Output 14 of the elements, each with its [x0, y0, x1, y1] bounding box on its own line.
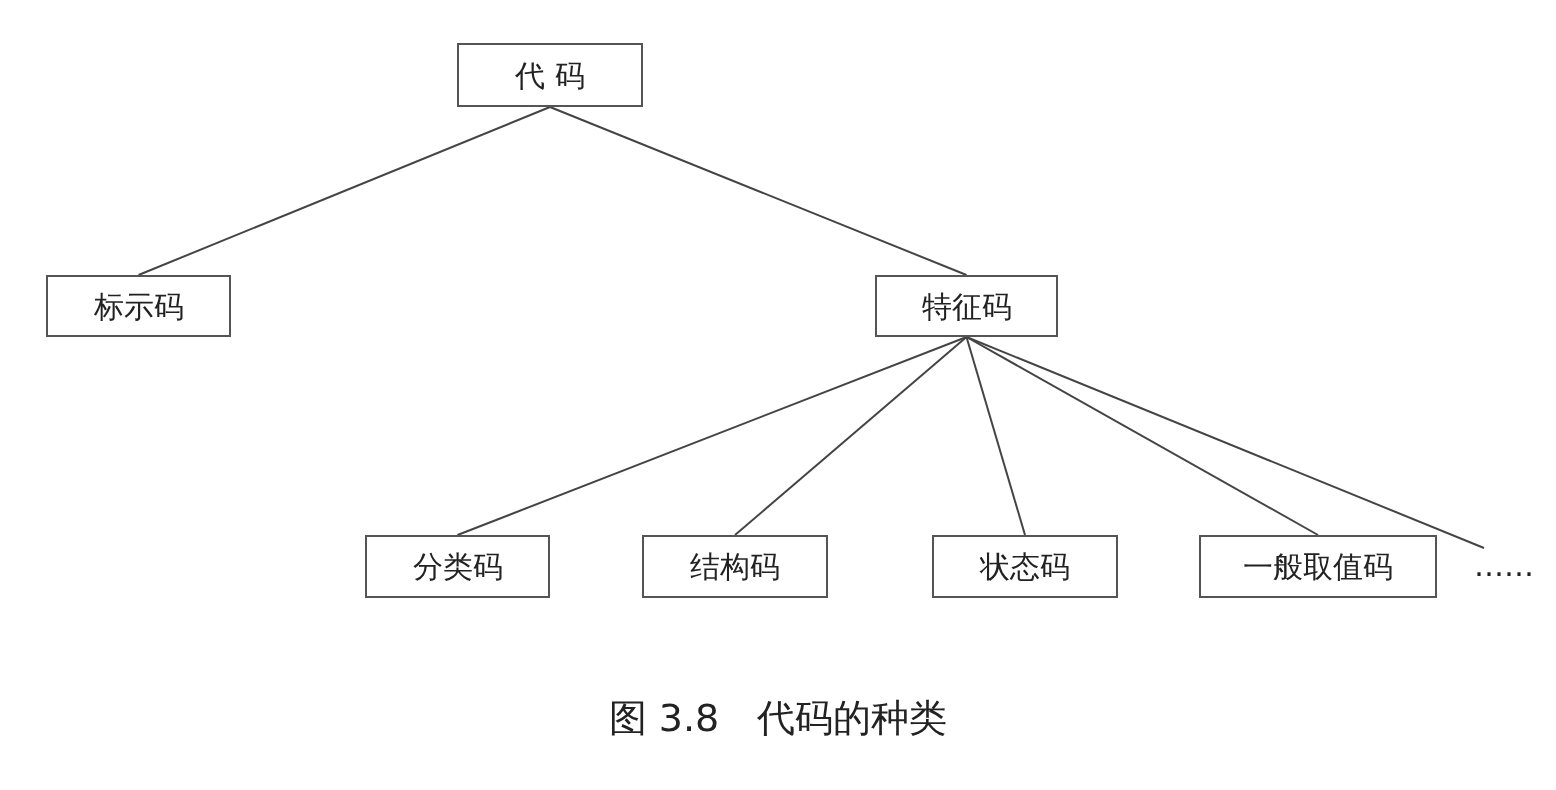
connector-line [137, 106, 551, 276]
connector-line [549, 106, 968, 276]
connector-line [965, 336, 1026, 536]
category-box: 特征码 [875, 275, 1058, 337]
connector-line [965, 336, 1319, 536]
category-box: 结构码 [642, 535, 828, 598]
category-box: 一般取值码 [1199, 535, 1437, 598]
connector-line [734, 336, 968, 536]
category-box: 标示码 [46, 275, 231, 337]
ellipsis-text: …… [1458, 540, 1550, 590]
category-box: 状态码 [932, 535, 1118, 598]
category-box: 分类码 [365, 535, 550, 598]
category-box: 代 码 [457, 43, 643, 107]
figure-caption: 图 3.8 代码的种类 [607, 695, 949, 742]
